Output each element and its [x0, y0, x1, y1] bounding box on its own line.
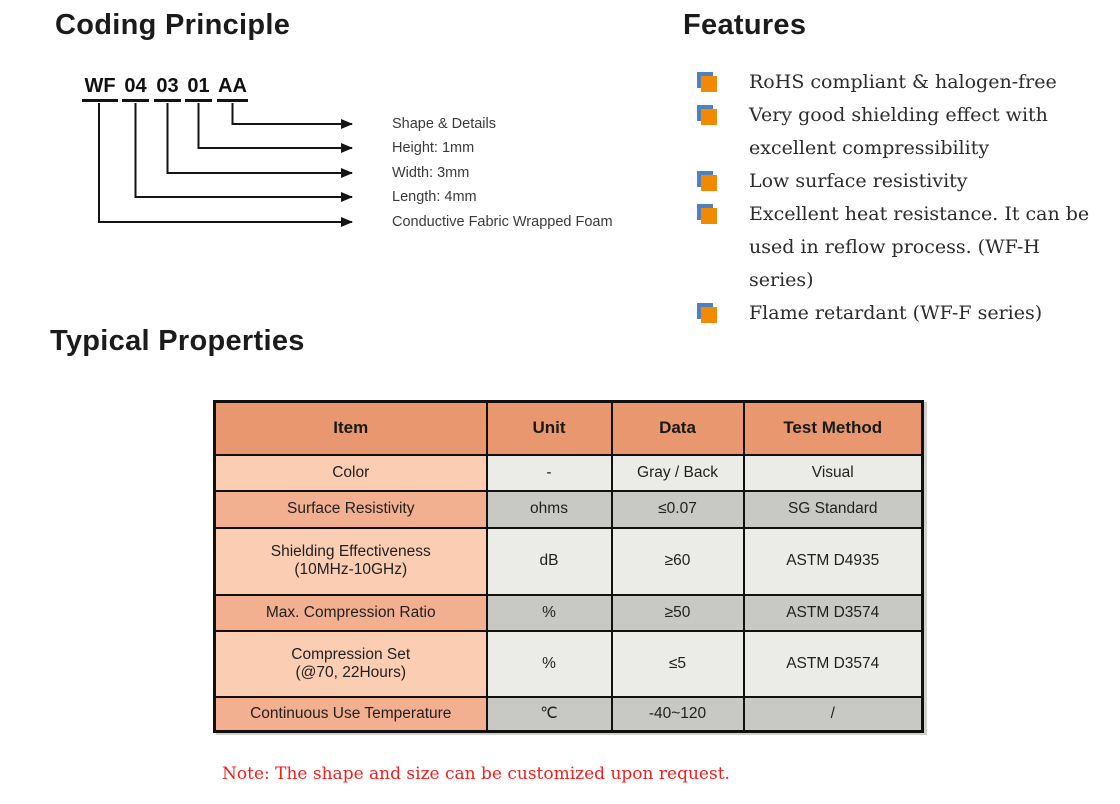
- cell-test-method: ASTM D3574: [742, 593, 924, 632]
- code-segment-width: 03: [154, 74, 181, 102]
- cell-data: ≥50: [610, 593, 745, 632]
- header-data: Data: [610, 400, 745, 456]
- feature-item: RoHS compliant & halogen-free: [697, 66, 1107, 99]
- cell-item: Compression Set (@70, 22Hours): [213, 629, 488, 698]
- table-row: Surface Resistivity ohms ≤0.07 SG Standa…: [213, 489, 924, 529]
- square-bullet-icon: [697, 303, 717, 323]
- feature-text: Low surface resistivity: [749, 170, 968, 192]
- cell-test-method: SG Standard: [742, 489, 924, 529]
- cell-item: Surface Resistivity: [213, 489, 488, 529]
- cell-test-method: /: [742, 695, 924, 733]
- cell-item: Shielding Effectiveness (10MHz-10GHz): [213, 526, 488, 596]
- coding-diagram: WF 04 03 01 AA Shape & Details Height: 1…: [80, 74, 680, 250]
- table-row: Continuous Use Temperature ℃ -40~120 /: [213, 695, 924, 733]
- code-label-length: Length: 4mm: [392, 189, 477, 205]
- table-row: Color - Gray / Back Visual: [213, 453, 924, 492]
- cell-data: ≤0.07: [610, 489, 745, 529]
- cell-data: ≥60: [610, 526, 745, 596]
- square-bullet-icon: [697, 204, 717, 224]
- header-item: Item: [213, 400, 488, 456]
- square-bullet-icon: [697, 72, 717, 92]
- feature-text: Flame retardant (WF-F series): [749, 302, 1043, 324]
- typical-properties-table: Item Unit Data Test Method Color - Gray …: [213, 400, 924, 733]
- cell-unit: -: [485, 453, 613, 492]
- coding-principle-title: Coding Principle: [55, 9, 291, 41]
- table-header-row: Item Unit Data Test Method: [213, 400, 924, 456]
- cell-item: Max. Compression Ratio: [213, 593, 488, 632]
- cell-unit: %: [485, 593, 613, 632]
- table-row: Max. Compression Ratio % ≥50 ASTM D3574: [213, 593, 924, 632]
- cell-unit: ohms: [485, 489, 613, 529]
- features-list: RoHS compliant & halogen-free Very good …: [697, 66, 1107, 330]
- table-row: Compression Set (@70, 22Hours) % ≤5 ASTM…: [213, 629, 924, 698]
- feature-item: Excellent heat resistance. It can be use…: [697, 198, 1107, 297]
- cell-unit: ℃: [485, 695, 613, 733]
- feature-text: Excellent heat resistance. It can be use…: [749, 203, 1090, 291]
- feature-text: Very good shielding effect with excellen…: [749, 104, 1048, 159]
- square-bullet-icon: [697, 105, 717, 125]
- code-label-height: Height: 1mm: [392, 140, 475, 156]
- code-label-foam: Conductive Fabric Wrapped Foam: [392, 214, 613, 230]
- feature-item: Flame retardant (WF-F series): [697, 297, 1107, 330]
- cell-data: Gray / Back: [610, 453, 745, 492]
- code-label-width: Width: 3mm: [392, 165, 470, 181]
- cell-data: ≤5: [610, 629, 745, 698]
- cell-item: Continuous Use Temperature: [213, 695, 488, 733]
- header-test-method: Test Method: [742, 400, 924, 456]
- cell-unit: dB: [485, 526, 613, 596]
- code-segment-length: 04: [122, 74, 149, 102]
- cell-data: -40~120: [610, 695, 745, 733]
- diagram-arrow-lines: [98, 103, 353, 227]
- cell-test-method: ASTM D4935: [742, 526, 924, 596]
- table-row: Shielding Effectiveness (10MHz-10GHz) dB…: [213, 526, 924, 596]
- feature-item: Low surface resistivity: [697, 165, 1107, 198]
- typical-properties-title: Typical Properties: [50, 325, 305, 357]
- cell-test-method: ASTM D3574: [742, 629, 924, 698]
- cell-item: Color: [213, 453, 488, 492]
- code-segment-height: 01: [185, 74, 212, 102]
- cell-unit: %: [485, 629, 613, 698]
- square-bullet-icon: [697, 171, 717, 191]
- feature-text: RoHS compliant & halogen-free: [749, 71, 1057, 93]
- code-label-shape: Shape & Details: [392, 116, 496, 132]
- feature-item: Very good shielding effect with excellen…: [697, 99, 1107, 165]
- cell-test-method: Visual: [742, 453, 924, 492]
- features-title: Features: [683, 9, 807, 41]
- code-segment-wf: WF: [82, 74, 118, 102]
- customization-note: Note: The shape and size can be customiz…: [222, 764, 730, 784]
- code-segment-shape: AA: [217, 74, 248, 102]
- header-unit: Unit: [485, 400, 613, 456]
